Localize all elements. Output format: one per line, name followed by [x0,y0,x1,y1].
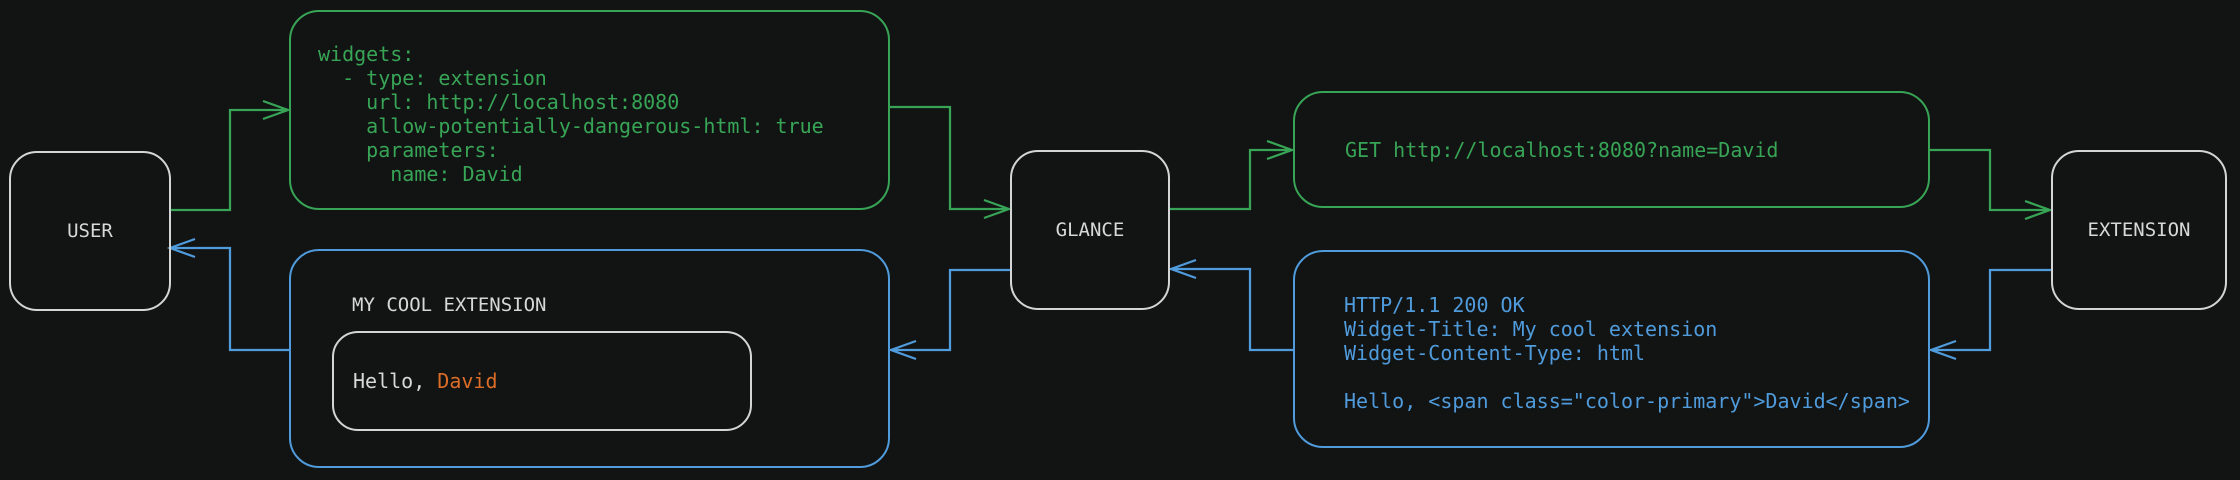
config-yaml-box: widgets: - type: extension url: http://l… [289,10,890,210]
http-request-text: GET http://localhost:8080?name=David [1345,137,1779,162]
arrow-widget-to-user [166,237,289,352]
node-user: USER [9,151,171,311]
node-glance-label: GLANCE [1055,219,1125,241]
node-extension: EXTENSION [2051,150,2227,310]
greeting-name: David [437,369,498,393]
greeting-prefix: Hello, [353,369,438,393]
arrow-response-to-glance [1167,258,1293,352]
arrow-config-to-glance [890,105,1013,220]
arrow-glance-to-request [1170,139,1296,211]
http-request-box: GET http://localhost:8080?name=David [1293,91,1930,208]
arrow-glance-to-widget [887,268,1010,361]
http-response-box: HTTP/1.1 200 OK Widget-Title: My cool ex… [1293,250,1930,448]
arrow-extension-to-response [1927,268,2051,361]
widget-preview-box: MY COOL EXTENSION Hello, David [289,249,890,468]
arrow-user-to-config [169,99,292,212]
http-response-text: HTTP/1.1 200 OK Widget-Title: My cool ex… [1344,293,1910,413]
node-glance: GLANCE [1010,150,1170,310]
widget-content-card: Hello, David [332,331,752,431]
widget-title: MY COOL EXTENSION [352,294,547,316]
node-extension-label: EXTENSION [2087,219,2191,241]
arrow-request-to-extension [1930,148,2054,221]
node-user-label: USER [67,220,113,242]
config-yaml-code: widgets: - type: extension url: http://l… [318,42,824,186]
